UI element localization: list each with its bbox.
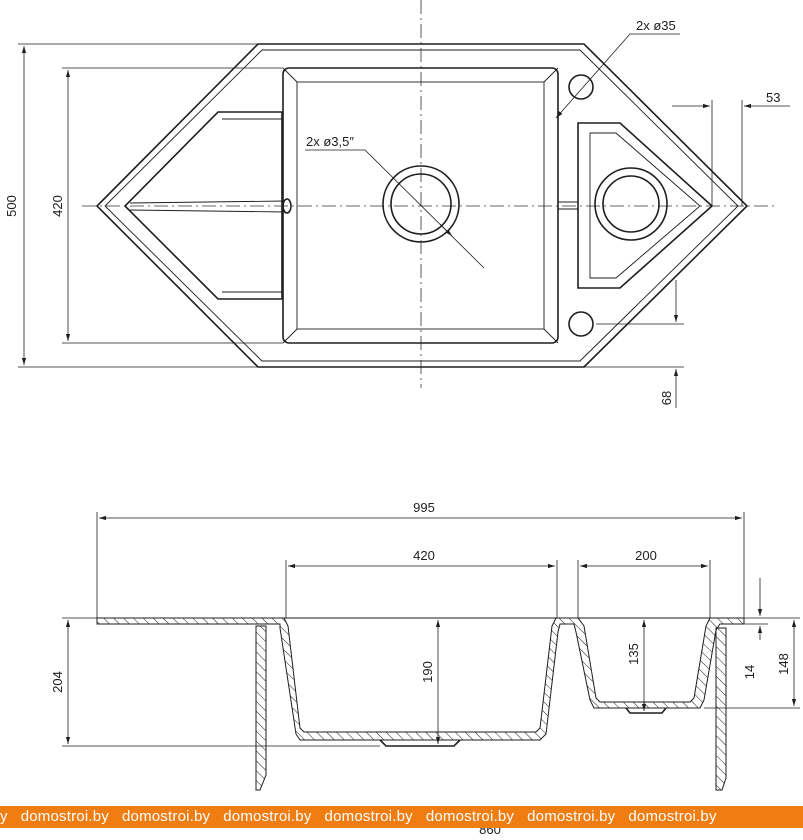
watermark-item: domostroi.by (425, 808, 515, 825)
drain-label: 2x ø3,5″ (306, 134, 354, 149)
dim-total-depth: 204 (50, 617, 380, 747)
dim-small-bowl-depth: 135 (626, 620, 647, 711)
dim-total-width: 995 (96, 500, 745, 620)
dim-small-bowl-width: 200 (577, 548, 711, 618)
dim-53-label: 53 (766, 90, 780, 105)
dim-bowl-height: 420 (50, 67, 283, 344)
small-drain-outer (594, 167, 668, 241)
dim-rim: 14 (742, 578, 768, 679)
dim-200-label: 200 (635, 548, 657, 563)
dim-135-label: 135 (626, 643, 641, 665)
tap-hole-bottom (568, 311, 594, 337)
watermark-item: domostroi.by (527, 808, 616, 825)
main-bowl (282, 67, 559, 344)
sink-outline (95, 43, 749, 368)
side-view: 995 420 200 204 (50, 500, 800, 837)
dim-main-bowl-depth: 190 (420, 620, 441, 744)
dim-drain: 2x ø3,5″ (305, 134, 485, 269)
main-drain-outer (382, 165, 460, 243)
dim-tap-holes: 2x ø35 (555, 18, 680, 119)
dim-14-label: 14 (742, 665, 757, 679)
watermark-item: domostroi.by (628, 808, 717, 825)
dim-500-label: 500 (4, 195, 19, 217)
dim-190-label: 190 (420, 661, 435, 683)
small-drain-inner (602, 175, 660, 233)
watermark-item: domostroi.by (324, 808, 413, 825)
dim-420-side-label: 420 (413, 548, 435, 563)
cabinet-wall-left (255, 625, 267, 791)
watermark-item: domostroi.by (223, 808, 312, 825)
watermark-banner: y domostroi.by domostroi.by domostroi.by dom… (0, 806, 803, 828)
watermark-item: domostroi.by (121, 808, 211, 825)
top-view: 500 420 2x ø35 53 2x ø3,5″ (4, 0, 790, 408)
tap-hole-top (568, 74, 594, 100)
dim-420-label: 420 (50, 195, 65, 217)
dim-204-label: 204 (50, 671, 65, 693)
dim-small-height: 148 (704, 617, 800, 709)
main-drain-section (379, 739, 461, 747)
watermark-lead: y (0, 808, 8, 825)
dim-offset-bottom: 68 (584, 280, 684, 408)
main-drain-inner (390, 173, 452, 235)
small-bowl (577, 122, 714, 289)
left-drainboard (123, 111, 292, 300)
dim-overall-height: 500 (4, 43, 258, 368)
cabinet-wall-right (715, 627, 727, 791)
sink-inner-outline (104, 49, 739, 362)
dim-offset-right: 53 (672, 90, 790, 206)
tap-holes-label: 2x ø35 (636, 18, 676, 33)
dim-995-label: 995 (413, 500, 435, 515)
watermark-item: domostroi.by (20, 808, 109, 825)
dim-main-bowl-width: 420 (285, 548, 558, 618)
small-drain-section (625, 707, 667, 714)
dim-68-label: 68 (659, 391, 674, 405)
dim-148-label: 148 (776, 653, 791, 675)
